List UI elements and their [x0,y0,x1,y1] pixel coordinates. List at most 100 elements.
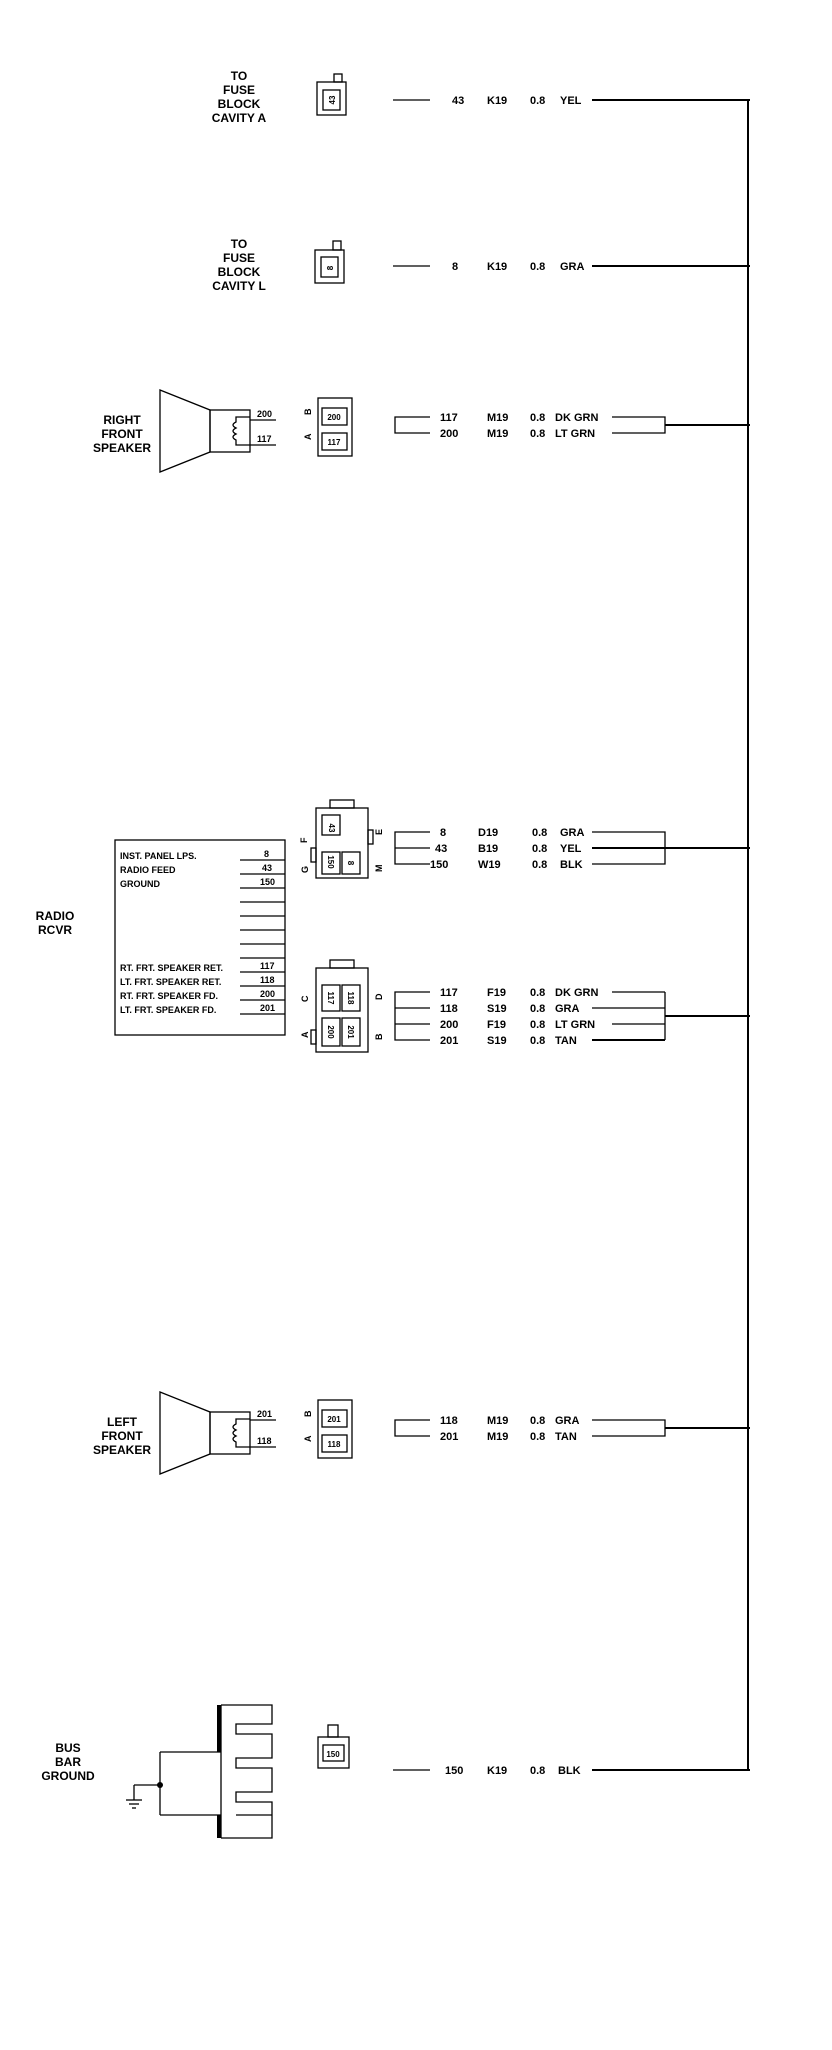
rl-wire3-gauge: 0.8 [530,1019,545,1031]
rl-wire2-circuit: 118 [440,1003,458,1015]
fuse-a-cavity: 43 [328,95,337,104]
radio-lower-pin-d: D [374,993,384,1000]
ru-wire3-gauge: 0.8 [532,859,547,871]
radio-upper-cavity-8: 8 [346,861,355,866]
radio-lower-wires: 117 F19 0.8 DK GRN 118 S19 0.8 GRA 200 F… [394,987,750,1047]
ls-wire1-code: M19 [487,1415,508,1427]
ru-wire2-circuit: 43 [435,843,447,855]
ru-wire1-color: GRA [560,827,585,839]
right-front-speaker-group: RIGHT FRONT SPEAKER 200 117 200 117 B A … [93,389,750,473]
radio-lower-cavity-200: 200 [326,1025,335,1039]
bus-bar-wire-color: BLK [558,1765,581,1777]
radio-label-line1: RADIO [36,909,75,923]
left-speaker-lead-118: 118 [257,1436,272,1446]
left-speaker-label-line1: LEFT [107,1415,138,1429]
rs-wire2-color: LT GRN [555,428,595,440]
bus-bar-connector: 150 [317,1724,350,1769]
left-speaker-connector: 201 118 B A [303,1399,353,1459]
left-speaker-cavity-201: 201 [327,1415,341,1424]
rl-wire4-code: S19 [487,1035,507,1047]
radio-upper-pin-f: F [299,837,309,843]
ru-wire3-code: W19 [478,859,501,871]
rs-wire1-gauge: 0.8 [530,412,545,424]
rl-wire4-circuit: 201 [440,1035,458,1047]
rl-wire2-code: S19 [487,1003,507,1015]
ru-wire1-gauge: 0.8 [532,827,547,839]
fuse-l-wire-circuit: 8 [452,261,458,273]
ls-wire2-circuit: 201 [440,1431,458,1443]
left-speaker-symbol: 201 118 [159,1391,276,1475]
radio-row-pin-1: 8 [264,849,269,859]
radio-row-pin-7: 201 [260,1003,275,1013]
radio-row-label-3: GROUND [120,879,160,889]
left-speaker-pin-b: B [303,1410,313,1417]
radio-lower-cavity-117: 117 [326,992,335,1005]
rl-wire1-code: F19 [487,987,506,999]
radio-row-label-4: RT. FRT. SPEAKER RET. [120,963,223,973]
right-speaker-lead-200: 200 [257,409,272,419]
fuse-cavity-a-group: TO FUSE BLOCK CAVITY A 43 43 K19 0.8 YEL [212,69,750,125]
radio-row-label-6: RT. FRT. SPEAKER FD. [120,991,218,1001]
rs-wire1-circuit: 117 [440,412,458,424]
fuse-l-label-line1: TO [231,237,247,251]
right-speaker-cavity-200: 200 [327,413,341,422]
ru-wire3-circuit: 150 [430,859,448,871]
fuse-l-wire-code: K19 [487,261,507,273]
radio-row-pin-2: 43 [262,863,272,873]
right-speaker-label-line3: SPEAKER [93,441,151,455]
bus-bar-label-line2: BAR [55,1755,81,1769]
radio-row-pin-5: 118 [260,975,275,985]
rl-wire3-color: LT GRN [555,1019,595,1031]
radio-upper-pin-e: E [374,829,384,835]
bus-bar-cavity: 150 [326,1750,340,1759]
right-speaker-label-line1: RIGHT [103,413,141,427]
left-speaker-label-line3: SPEAKER [93,1443,151,1457]
fuse-l-wire-gauge: 0.8 [530,261,545,273]
bus-bar-wire-gauge: 0.8 [530,1765,545,1777]
radio-body [114,839,286,1036]
radio-row-label-5: LT. FRT. SPEAKER RET. [120,977,221,987]
fuse-a-wire-gauge: 0.8 [530,95,545,107]
radio-receiver-group: RADIO RCVR INST. PANEL LPS. RADIO FEED G… [36,839,286,1036]
fuse-l-connector: 8 [314,240,345,284]
radio-upper-cavity-150: 150 [326,855,335,869]
fuse-a-label-line2: FUSE [223,83,255,97]
ru-wire1-circuit: 8 [440,827,446,839]
rl-wire1-color: DK GRN [555,987,598,999]
fuse-cavity-l-group: TO FUSE BLOCK CAVITY L 8 8 K19 0.8 GRA [212,237,750,293]
fuse-a-wire-circuit: 43 [452,95,464,107]
radio-row-pin-4: 117 [260,961,275,971]
radio-upper-wires: 8 D19 0.8 GRA 43 B19 0.8 YEL 150 W19 0.8… [394,827,750,871]
ru-wire1-code: D19 [478,827,498,839]
ru-wire3-color: BLK [560,859,583,871]
radio-row-label-7: LT. FRT. SPEAKER FD. [120,1005,216,1015]
bus-bar-wire-code: K19 [487,1765,507,1777]
rl-wire3-circuit: 200 [440,1019,458,1031]
radio-upper-pin-m: M [374,865,384,873]
fuse-l-cavity: 8 [326,265,335,270]
fuse-l-label-line3: BLOCK [218,265,261,279]
right-speaker-pin-a: A [303,433,313,440]
bus-bar-label-line3: GROUND [41,1769,95,1783]
rs-wire1-color: DK GRN [555,412,598,424]
radio-lower-cavity-118: 118 [346,992,355,1005]
left-speaker-cavity-118: 118 [328,1440,341,1449]
right-speaker-pin-b: B [303,408,313,415]
radio-lower-pin-a: A [300,1031,310,1038]
fuse-a-connector: 43 [316,73,347,116]
ru-wire2-gauge: 0.8 [532,843,547,855]
radio-lower-cavity-201: 201 [346,1025,355,1039]
fuse-l-label-line2: FUSE [223,251,255,265]
left-speaker-label-line2: FRONT [101,1429,143,1443]
ru-wire2-color: YEL [560,843,582,855]
ru-wire2-code: B19 [478,843,498,855]
radio-lower-connector: 117 118 200 201 C D A B [300,959,384,1053]
radio-label-line2: RCVR [38,923,72,937]
radio-upper-pin-g: G [300,866,310,873]
ground-icon [126,1799,142,1809]
fuse-a-label-line1: TO [231,69,247,83]
right-speaker-connector: 200 117 B A [303,397,353,457]
radio-upper-cavity-43: 43 [327,824,336,833]
radio-upper-connector: 43 150 8 F E G M [299,799,384,879]
